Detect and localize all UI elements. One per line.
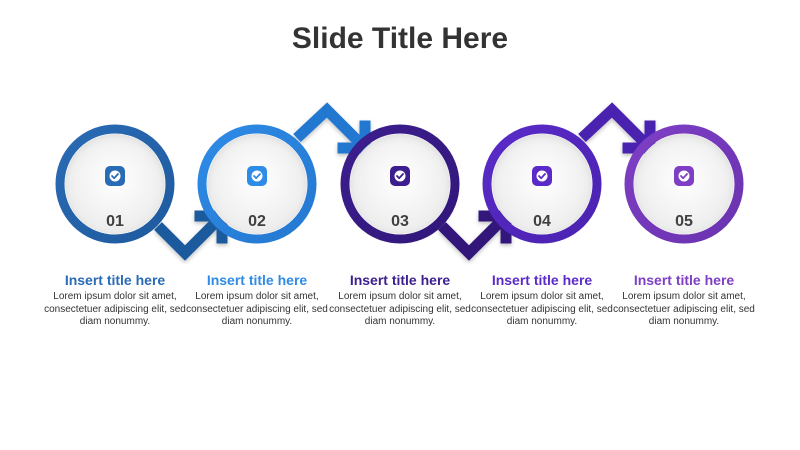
check-badge-icon	[532, 166, 552, 186]
step-number: 02	[248, 213, 266, 230]
check-badge-icon	[247, 166, 267, 186]
step-description-3: Lorem ipsum dolor sit amet, consectetuer…	[329, 291, 471, 327]
check-badge-icon	[674, 166, 694, 186]
step-number: 05	[675, 213, 693, 230]
step-ring	[482, 124, 602, 244]
step-node-2: 02	[197, 124, 317, 244]
step-number: 04	[533, 213, 551, 230]
step-title-3: Insert title here	[349, 272, 451, 288]
step-title-1: Insert title here	[64, 272, 166, 288]
step-number: 01	[106, 213, 124, 230]
check-badge-icon	[390, 166, 410, 186]
step-ring	[624, 124, 744, 244]
slide-title: Slide Title Here	[291, 22, 509, 55]
check-badge-icon	[105, 166, 125, 186]
connector-arrow-2	[293, 102, 371, 154]
step-ring	[340, 124, 460, 244]
step-description-2: Lorem ipsum dolor sit amet, consectetuer…	[186, 291, 328, 327]
step-title-2: Insert title here	[206, 272, 308, 288]
step-title-4: Insert title here	[491, 272, 593, 288]
step-description-5: Lorem ipsum dolor sit amet, consectetuer…	[613, 291, 755, 327]
step-node-4: 04	[482, 124, 602, 244]
step-ring	[197, 124, 317, 244]
step-title-5: Insert title here	[633, 272, 735, 288]
step-node-3: 03	[340, 124, 460, 244]
step-ring	[55, 124, 175, 244]
step-node-1: 01	[55, 124, 175, 244]
step-description-4: Lorem ipsum dolor sit amet, consectetuer…	[471, 291, 613, 327]
connector-arrow-4	[578, 102, 656, 154]
step-description-1: Lorem ipsum dolor sit amet, consectetuer…	[44, 291, 186, 327]
step-number: 03	[391, 213, 409, 230]
step-node-5: 05	[624, 124, 744, 244]
